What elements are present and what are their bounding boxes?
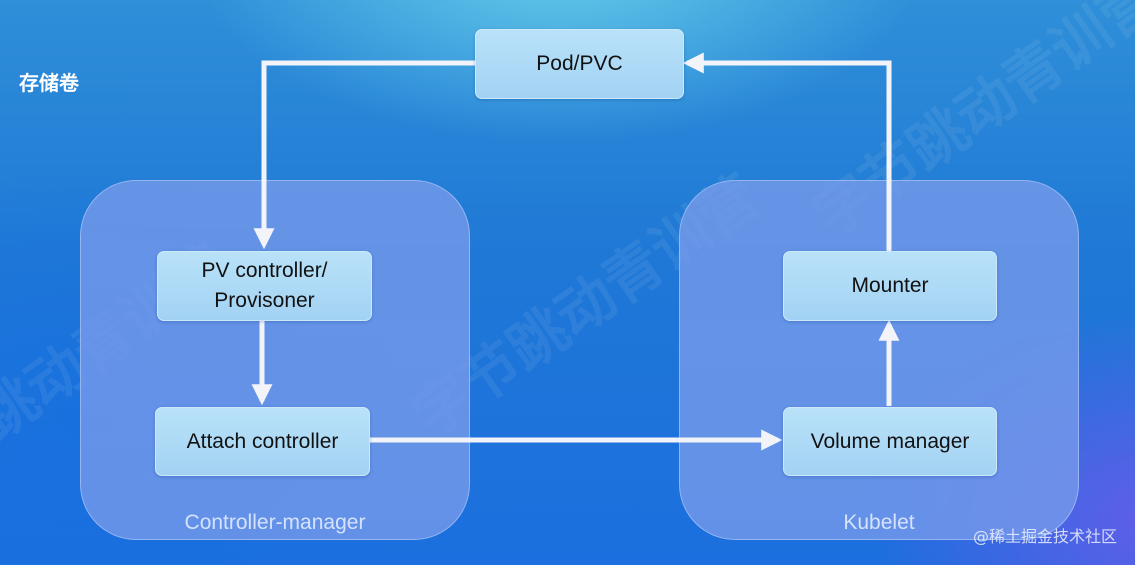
source-credit: @稀土掘金技术社区 xyxy=(972,527,1117,546)
pv-controller-node: PV controller/ Provisoner xyxy=(157,251,372,321)
mounter-label: Mounter xyxy=(851,274,929,297)
arrow-pod-to-pv-controller xyxy=(253,60,475,250)
attach-controller-node: Attach controller xyxy=(155,407,370,476)
attach-controller-label: Attach controller xyxy=(186,429,339,453)
kubelet-label: Kubelet xyxy=(843,511,915,534)
controller-manager-group: Controller-manager xyxy=(80,180,470,540)
volume-manager-label: Volume manager xyxy=(810,429,970,453)
pod-pvc-label: Pod/PVC xyxy=(536,52,623,75)
pv-controller-label: PV controller/ xyxy=(201,259,328,282)
pod-pvc-node: Pod/PVC xyxy=(475,29,684,99)
mounter-node: Mounter xyxy=(783,251,997,321)
controller-manager-label: Controller-manager xyxy=(184,511,366,534)
volume-manager-node: Volume manager xyxy=(783,407,997,476)
page-title: 存储卷 xyxy=(19,71,79,95)
arrow-mounter-to-pod xyxy=(682,52,892,251)
provisoner-label: Provisoner xyxy=(214,289,315,312)
kubelet-group: Kubelet xyxy=(679,180,1079,540)
